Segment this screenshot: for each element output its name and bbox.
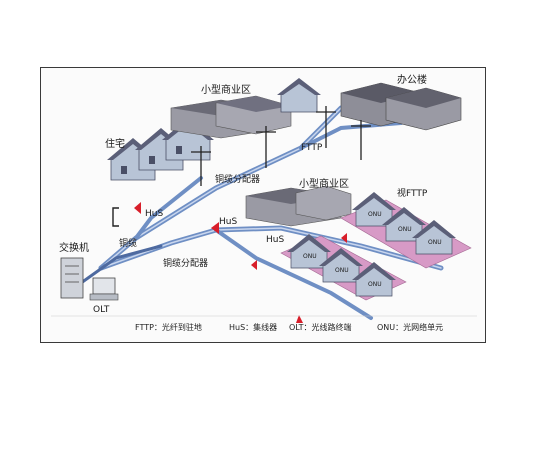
legend-fttp: FTTP：光纤到驻地: [135, 323, 202, 332]
fiber-branch-residential: [134, 176, 203, 240]
legend-onu: ONU：光网络单元: [377, 323, 444, 332]
switch-cabinet: [60, 257, 84, 299]
label-copper: 铜缆: [119, 239, 138, 249]
fiber-route-onu: [214, 228, 373, 320]
label-small-commercial-2: 小型商业区: [299, 179, 349, 190]
fiber-routes: [79, 105, 444, 320]
network-diagram-frame: 小型商业区 办公楼 住宅 铜缆分配器 小型商业区 FTTP 视FTTP HuS …: [40, 67, 486, 343]
label-hub-2: HuS: [219, 217, 238, 227]
label-hub-1: HuS: [145, 209, 164, 219]
label-fttp-top: FTTP: [301, 143, 323, 153]
utility-poles: [191, 106, 371, 186]
hub-markers: [134, 202, 347, 323]
legend-hub: HuS：集线器: [229, 323, 278, 332]
label-fttp-right: 视FTTP: [397, 189, 428, 199]
label-copper-splitter-1: 铜缆分配器: [215, 175, 261, 185]
label-olt: OLT: [93, 305, 110, 315]
commercial-area-1: [170, 78, 321, 139]
fiber-network-illustration: [51, 78, 477, 323]
onu-tag: ONU: [398, 226, 412, 233]
onu-houses: [287, 234, 396, 297]
olt-terminal: [89, 277, 119, 301]
onu-tag: ONU: [368, 211, 382, 218]
label-copper-splitter-2: 铜缆分配器: [163, 259, 209, 269]
onu-tag: ONU: [335, 267, 349, 274]
label-hub-3: HuS: [266, 235, 285, 245]
fttp-houses: [352, 192, 456, 255]
legend-olt: OLT：光线路终端: [289, 323, 352, 332]
label-small-commercial-1: 小型商业区: [201, 85, 251, 96]
label-switch: 交换机: [59, 243, 89, 254]
label-residential: 住宅: [105, 139, 125, 150]
commercial-area-2: [245, 185, 352, 227]
label-office-building: 办公楼: [397, 75, 427, 86]
onu-tag: ONU: [368, 281, 382, 288]
office-buildings: [340, 82, 462, 131]
copper-line: [79, 244, 163, 285]
onu-tag: ONU: [303, 253, 317, 260]
bracket-mark: [112, 207, 119, 227]
onu-tag: ONU: [428, 239, 442, 246]
